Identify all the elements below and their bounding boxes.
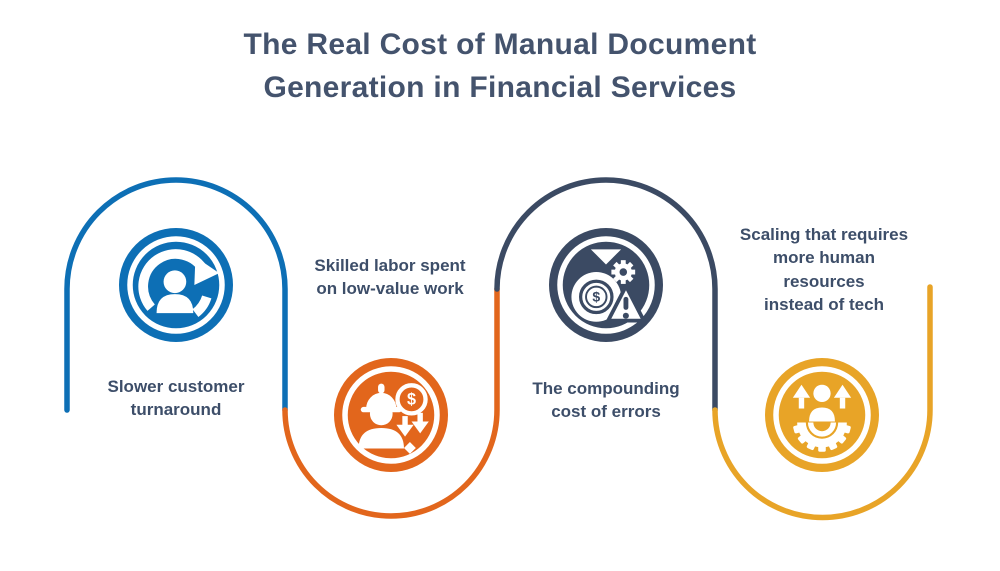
person-body [809, 407, 835, 422]
step-4-label: Scaling that requires more human resourc… [709, 223, 939, 317]
person-head [813, 384, 831, 403]
step-3-label-line-2: cost of errors [551, 402, 661, 422]
step-1-label-line-1: Slower customer [107, 377, 245, 396]
page-title-line-2: Generation in Financial Services [263, 70, 737, 104]
down-arrow-right-stem [417, 412, 423, 423]
moneybag-coin-ring [579, 279, 614, 315]
step-2-label: Skilled labor spent on low-value work [275, 254, 505, 301]
connector-arc-1 [64, 177, 288, 413]
moneybag-coin-inner-ring [585, 285, 608, 309]
step-3-label-line-1: The compounding [532, 379, 680, 398]
step-4-ring [773, 366, 871, 464]
step-2-ring [342, 366, 440, 464]
step-4-label-line-3: resources [783, 271, 865, 291]
dollar-coin-glyph: $ [407, 391, 416, 409]
step-1-label-line-2: turnaround [130, 400, 222, 420]
person-body [156, 294, 194, 314]
gear-icon [611, 260, 636, 284]
warning-exclamation-bar [623, 296, 629, 310]
hard-hat-brim [360, 406, 402, 413]
moneybag-body [571, 272, 622, 322]
refresh-lower-arc [192, 295, 212, 317]
down-arrow-right-head [411, 421, 429, 434]
step-3-ring [557, 236, 655, 334]
step-4-label-line-2: more human [772, 248, 876, 268]
step-3-badge: $ [549, 228, 663, 342]
falling-diamond [403, 442, 416, 454]
step-2-label-line-1: Skilled labor spent [314, 256, 466, 275]
up-arrow-left-head [792, 384, 811, 398]
dollar-coin [395, 383, 428, 416]
step-3-label: The compounding cost of errors [491, 377, 721, 424]
connector-arc-4 [712, 284, 933, 521]
up-arrow-left-stem [798, 397, 805, 409]
connector-arc-2 [282, 286, 500, 519]
half-gear [793, 422, 851, 452]
hard-hat [366, 392, 397, 409]
up-arrow-right-stem [839, 397, 846, 409]
down-arrow-left-head [396, 424, 414, 437]
warning-exclamation-dot [622, 312, 629, 319]
page-title-line-1: The Real Cost of Manual Document [243, 28, 757, 61]
moneybag-tie [590, 249, 622, 265]
step-4-badge [765, 358, 879, 472]
down-arrow-left-stem [402, 416, 408, 426]
person-gear-scaling-icon [792, 384, 852, 452]
refresh-arrowhead [194, 256, 220, 285]
step-4-label-line-1: Scaling that requires [739, 225, 909, 244]
person-head [163, 270, 187, 294]
step-1-label: Slower customer turnaround [61, 375, 291, 422]
worker-body [358, 427, 404, 449]
step-1-badge [119, 228, 233, 342]
step-2-label-line-2: on low-value work [316, 279, 464, 299]
step-2-badge: $ [334, 358, 448, 472]
hard-hat-knob [378, 383, 385, 394]
moneybag-error-icon: $ [571, 249, 646, 323]
page-title: The Real Cost of Manual Document Generat… [0, 24, 1000, 109]
step-1-ring [127, 236, 225, 334]
worker-dollar-decrease-icon: $ [358, 383, 429, 454]
step-4-label-line-4: instead of tech [764, 295, 884, 315]
moneybag-dollar-glyph: $ [592, 289, 600, 305]
connector-arc-3 [494, 177, 718, 413]
up-arrow-right-head [833, 384, 852, 398]
refresh-arrow-arc [138, 249, 209, 311]
customer-refresh-icon [138, 249, 220, 317]
